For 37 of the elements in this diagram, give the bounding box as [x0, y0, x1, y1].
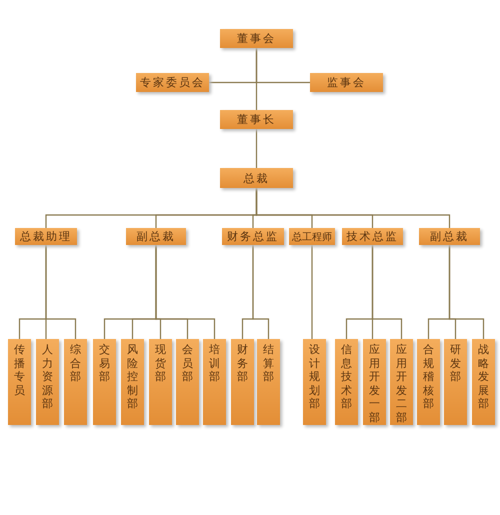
connector-line [256, 129, 258, 168]
department-box: 交易部 [93, 339, 116, 425]
department-box: 传播专员 [8, 339, 31, 425]
department-box: 会员部 [176, 339, 199, 425]
connector-line [372, 245, 402, 339]
connector-line [155, 245, 216, 339]
department-box: 结算部 [257, 339, 280, 425]
position-box: 副总裁 [126, 228, 186, 245]
position-box: 监事会 [310, 73, 383, 92]
connector-line [45, 245, 76, 339]
department-box: 应用开发二部 [390, 339, 413, 425]
connector-line [448, 245, 484, 339]
department-box: 现货部 [149, 339, 172, 425]
department-box: 风险控制部 [121, 339, 144, 425]
connector-line [311, 245, 313, 339]
position-box: 董事会 [220, 29, 293, 48]
position-box: 董事长 [220, 110, 293, 129]
position-box: 财务总监 [222, 228, 284, 245]
position-box: 总工程师 [289, 228, 335, 245]
department-box: 信息技术部 [335, 339, 358, 425]
department-box: 财务部 [231, 339, 254, 425]
department-box: 综合部 [64, 339, 87, 425]
department-box: 人力资源部 [36, 339, 59, 425]
position-box: 总裁 [220, 168, 293, 188]
position-box: 技术总监 [342, 228, 403, 245]
connector-line [256, 188, 450, 228]
position-box: 总裁助理 [15, 228, 77, 245]
department-box: 培训部 [203, 339, 226, 425]
connector-line [256, 48, 258, 110]
department-box: 设计规划部 [303, 339, 326, 425]
position-box: 副总裁 [419, 228, 480, 245]
department-box: 研发部 [444, 339, 467, 425]
position-box: 专家委员会 [136, 73, 209, 92]
connector-line [252, 245, 270, 339]
department-box: 合规稽核部 [417, 339, 440, 425]
department-box: 战略发展部 [472, 339, 495, 425]
department-box: 应用开发一部 [363, 339, 386, 425]
